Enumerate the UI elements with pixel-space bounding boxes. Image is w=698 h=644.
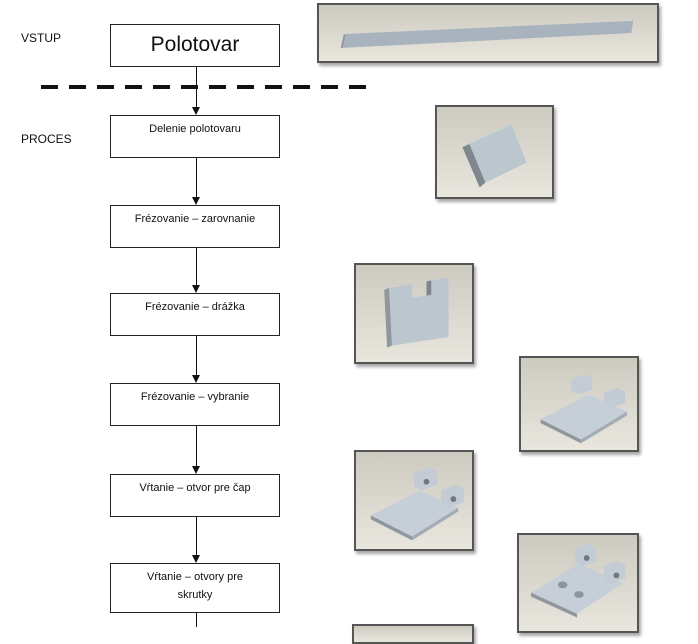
step-box-1: Delenie polotovaru [110,115,280,158]
arrow-head [192,197,200,205]
input-label: VSTUP [21,31,62,45]
arrow-head [192,375,200,383]
connector-line [196,248,197,285]
arrow-head [192,107,200,115]
part-image-cut-block [435,105,554,199]
arrow-head [192,285,200,293]
connector-line [196,517,197,555]
arrow-head [192,466,200,474]
input-box-polotovar: Polotovar [110,24,280,67]
part-image-pin-hole [354,450,474,551]
step-box-2: Frézovanie – zarovnanie [110,205,280,248]
step-box-3: Frézovanie – drážka [110,293,280,336]
connector-line [196,336,197,375]
process-label: PROCES [21,132,72,146]
part-image-milled-recess [519,356,639,452]
step-box-4: Frézovanie – vybranie [110,383,280,426]
step-box-5: Vŕtanie – otvor pre čap [110,474,280,517]
input-process-separator [41,85,368,89]
part-image-blank-bar [317,3,659,63]
part-image-screw-holes [517,533,639,633]
arrow-head [192,555,200,563]
connector-line [196,67,197,107]
part-image-milled-slot [354,263,474,364]
connector-line [196,426,197,466]
connector-line [196,613,197,627]
part-image-next-partial [352,624,474,644]
connector-line [196,158,197,197]
step-box-6: Vŕtanie – otvory pre skrutky [110,563,280,613]
